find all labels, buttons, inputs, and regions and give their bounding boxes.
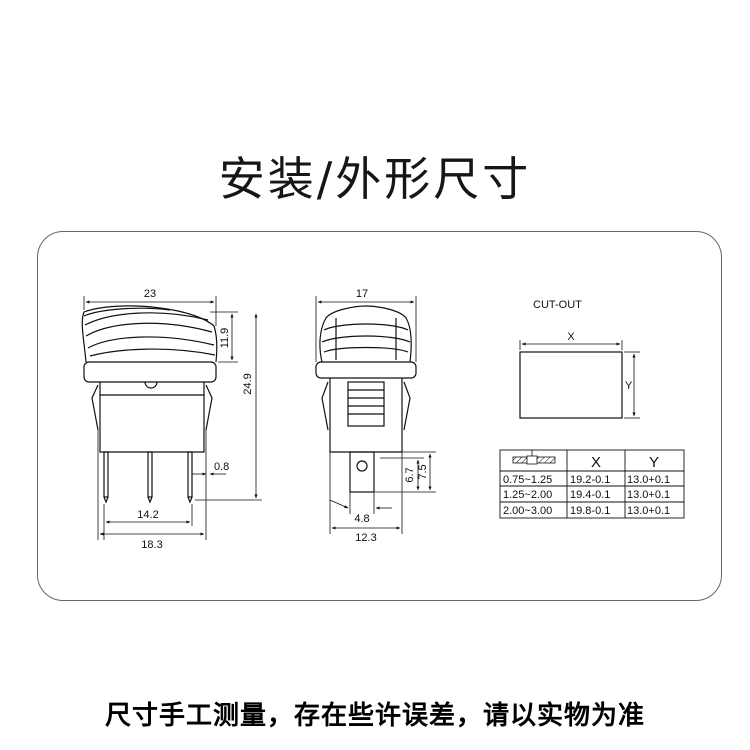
cutout-label: CUT-OUT [533,299,582,311]
dim-width-23: 23 [144,288,156,300]
panel-thickness-icon [512,450,556,465]
front-bezel [315,361,417,379]
footer-note: 尺寸手工测量，存在些许误差，请以实物为准 [104,701,645,731]
dim-pin-thickness: 0.8 [214,461,229,473]
dim-pin-span-outer: 18.3 [141,539,162,551]
table-row-2-range: 1.25~2.00 [503,489,552,501]
cutout-x-label: X [567,331,575,343]
page-title: 安装/外形尺寸 [218,152,532,206]
table-header-y: Y [649,454,659,471]
dim-terminal-height-outer: 7.5 [417,464,429,479]
side-view [81,305,218,504]
side-dimensions [83,296,262,540]
panel-thickness-table: X Y 0.75~1.25 19.2-0.1 13.0+0.1 1.25~2.0… [499,449,685,519]
front-view [315,305,417,493]
table-row-3-y: 13.0+0.1 [627,505,670,517]
rubber-boot [81,305,218,363]
table-row-3-x: 19.8-0.1 [570,505,610,517]
dim-total-height: 24.9 [242,373,254,394]
table-row-2-x: 19.4-0.1 [570,489,610,501]
bezel [83,361,217,383]
cutout-y-label: Y [625,380,633,392]
drawing-frame [37,231,722,601]
front-boot [319,305,412,363]
switch-body [99,382,205,453]
cutout-rect [519,351,623,419]
dim-pin-span-inner: 14.2 [137,509,158,521]
cutout-diagram [519,340,640,419]
table-row-3-range: 2.00~3.00 [503,505,552,517]
front-dimensions [315,296,436,534]
dim-front-width: 17 [356,288,368,300]
terminals [103,451,193,504]
table-header-x: X [591,454,601,471]
dim-terminal-height: 6.7 [404,467,416,482]
table-row-1-x: 19.2-0.1 [570,474,610,486]
dim-cap-height: 11.9 [219,328,231,349]
table-row-1-range: 0.75~1.25 [503,474,552,486]
front-terminal [349,451,375,493]
table-row-1-y: 13.0+0.1 [627,474,670,486]
table-row-2-y: 13.0+0.1 [627,489,670,501]
dim-terminal-width: 4.8 [354,513,369,525]
dim-body-width: 12.3 [355,532,376,544]
